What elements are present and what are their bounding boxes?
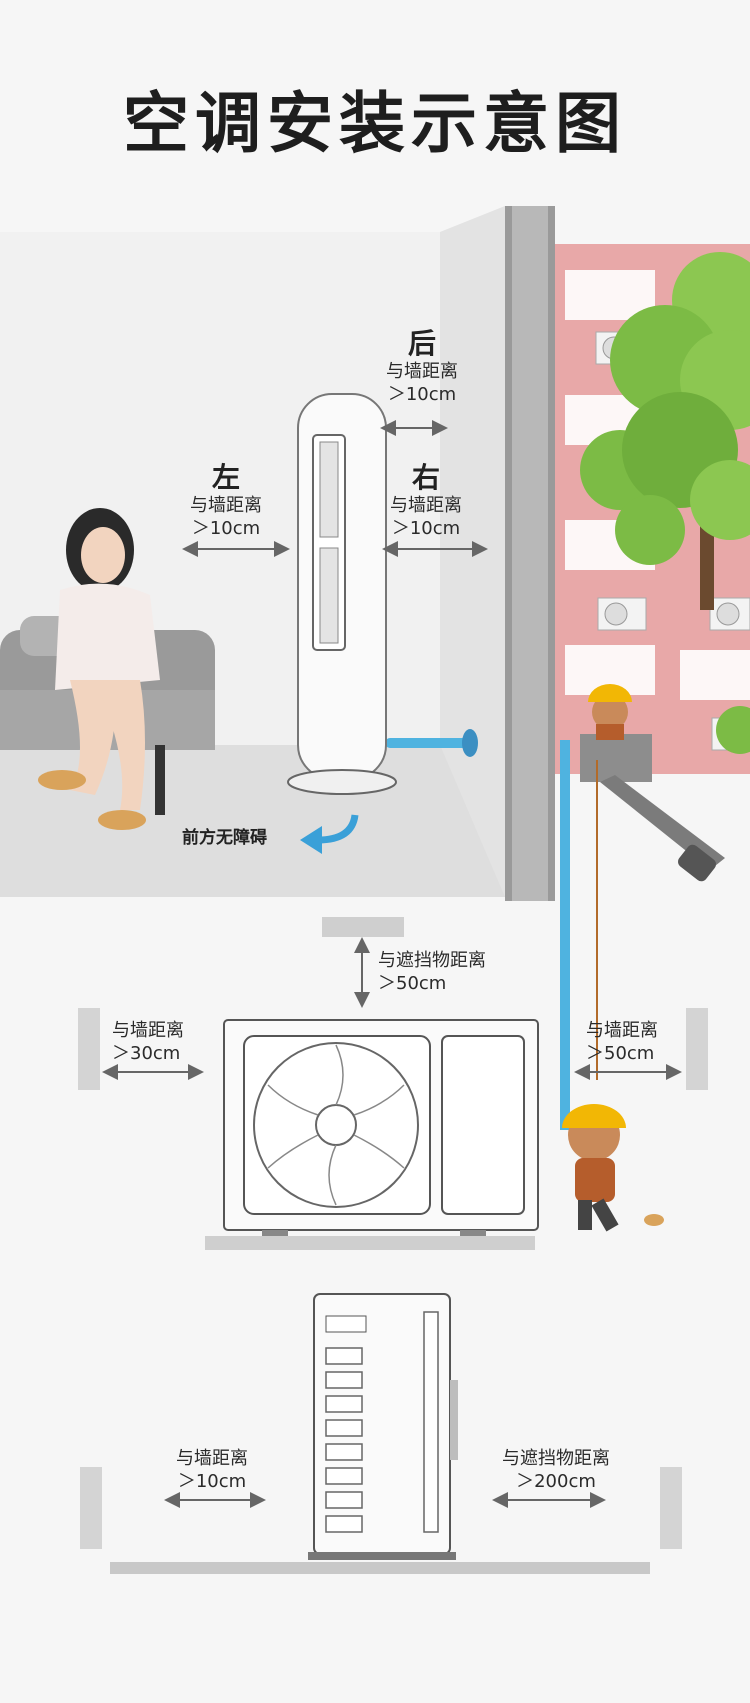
right-clearance-label: 右 与墙距离 ＞10cm xyxy=(390,460,462,540)
outdoor-right-clearance-label: 与墙距离 ＞50cm xyxy=(586,1020,658,1065)
left-line1: 与墙距离 xyxy=(190,495,262,516)
back-line2: ＞10cm xyxy=(387,383,457,405)
worker-hanging xyxy=(562,1104,664,1232)
side-left-line1: 与墙距离 xyxy=(176,1448,248,1469)
refrigerant-pipe xyxy=(385,729,570,1130)
outdoor-left-line1: 与墙距离 xyxy=(112,1020,184,1041)
outdoor-unit-front xyxy=(78,917,708,1250)
outdoor-right-line1: 与墙距离 xyxy=(586,1020,658,1041)
side-left-line2: ＞10cm xyxy=(177,1470,247,1492)
facade-ac-unit xyxy=(597,597,647,631)
outdoor-unit-side xyxy=(80,1293,682,1574)
outdoor-left-clearance-label: 与墙距离 ＞30cm xyxy=(112,1020,184,1065)
outdoor-right-line2: ＞50cm xyxy=(586,1042,655,1064)
tree xyxy=(580,252,750,754)
facade-ac-unit xyxy=(709,597,750,631)
side-right-line2: ＞200cm xyxy=(516,1470,596,1492)
outdoor-top-line1: 与遮挡物距离 xyxy=(378,950,486,971)
left-heading: 左 xyxy=(211,461,240,494)
right-line1: 与墙距离 xyxy=(390,495,462,516)
right-line2: ＞10cm xyxy=(391,517,461,539)
outdoor-left-line2: ＞30cm xyxy=(112,1042,181,1064)
side-right-clearance-label: 与遮挡物距离 ＞200cm xyxy=(502,1448,610,1493)
person-on-sofa xyxy=(0,508,215,830)
side-right-line1: 与遮挡物距离 xyxy=(502,1448,610,1469)
worker-top xyxy=(588,684,632,740)
back-clearance-label: 后 与墙距离 ＞10cm xyxy=(386,326,458,406)
back-heading: 后 xyxy=(407,327,436,360)
outdoor-bracket xyxy=(580,734,725,882)
outdoor-top-line2: ＞50cm xyxy=(378,972,447,994)
left-line2: ＞10cm xyxy=(191,517,261,539)
page-title: 空调安装示意图 xyxy=(123,85,627,162)
back-line1: 与墙距离 xyxy=(386,361,458,382)
front-clear-label: 前方无障碍 xyxy=(182,828,267,848)
right-heading: 右 xyxy=(411,461,440,494)
left-clearance-label: 左 与墙距离 ＞10cm xyxy=(190,460,262,540)
indoor-unit xyxy=(287,393,397,795)
front-clear-arrowhead xyxy=(300,826,322,854)
side-left-clearance-label: 与墙距离 ＞10cm xyxy=(176,1448,248,1493)
front-clear-arrow xyxy=(317,814,359,844)
outdoor-top-clearance-label: 与遮挡物距离 ＞50cm xyxy=(378,950,486,995)
